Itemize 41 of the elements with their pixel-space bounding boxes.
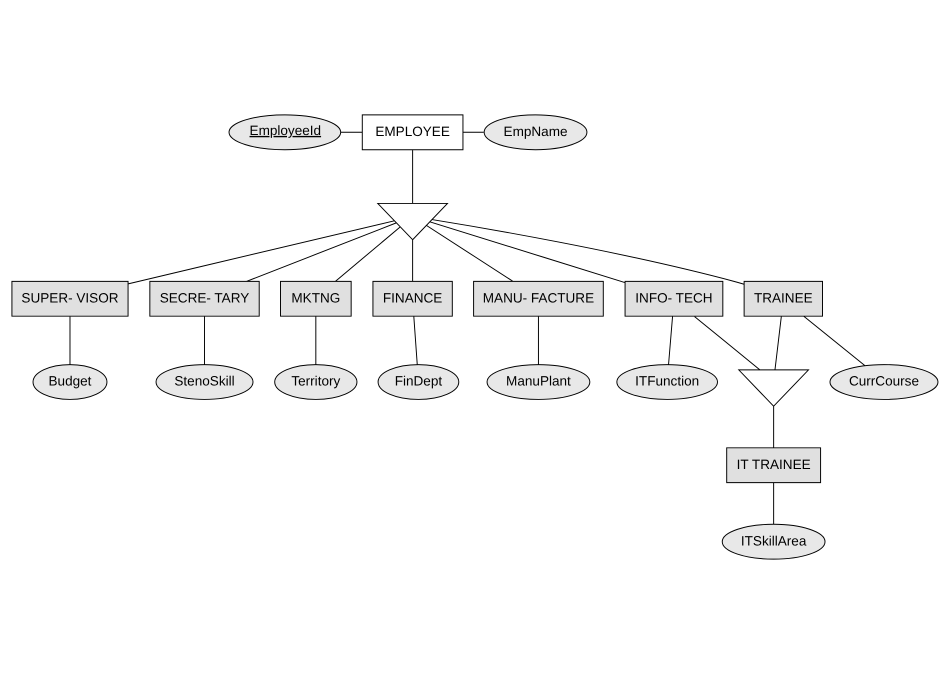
connector	[412, 149, 414, 204]
connector	[340, 131, 363, 132]
connector	[773, 482, 774, 524]
node-box: SUPER- VISOR	[11, 280, 129, 316]
connector	[432, 218, 745, 284]
connector	[773, 406, 774, 448]
node-box: EMPLOYEE	[362, 114, 464, 150]
connector	[412, 239, 414, 282]
connector	[694, 316, 760, 370]
node-box: MKTNG	[280, 280, 352, 316]
node-box: IT TRAINEE	[726, 446, 822, 483]
connector	[430, 220, 626, 283]
node-ellipse: Budget	[32, 364, 108, 400]
connector	[128, 220, 395, 284]
connector	[803, 315, 866, 366]
connector	[462, 131, 484, 132]
connector	[413, 316, 418, 364]
node-box: TRAINEE	[744, 280, 823, 316]
connector	[204, 316, 206, 364]
node-ellipse: ITSkillArea	[722, 523, 826, 560]
connector	[774, 316, 782, 370]
node-ellipse: ManuPlant	[486, 364, 590, 400]
node-ellipse: Territory	[274, 364, 358, 400]
node-triangle	[738, 368, 810, 406]
node-ellipse: FinDept	[378, 364, 460, 400]
connector	[538, 316, 539, 364]
node-ellipse: EmpName	[484, 114, 588, 150]
node-box: MANU- FACTURE	[473, 280, 604, 316]
node-ellipse: CurrCourse	[830, 364, 938, 400]
connector	[246, 222, 397, 282]
node-triangle	[376, 202, 449, 240]
connector	[668, 316, 674, 364]
node-ellipse: EmployeeId	[228, 114, 342, 150]
node-box: FINANCE	[372, 280, 453, 316]
connector	[315, 316, 316, 364]
connector	[426, 224, 514, 282]
node-box: SECRE- TARY	[149, 280, 260, 316]
connector	[335, 226, 400, 282]
node-ellipse: ITFunction	[616, 364, 718, 400]
node-box: INFO- TECH	[624, 280, 724, 316]
node-ellipse: StenoSkill	[156, 364, 254, 400]
